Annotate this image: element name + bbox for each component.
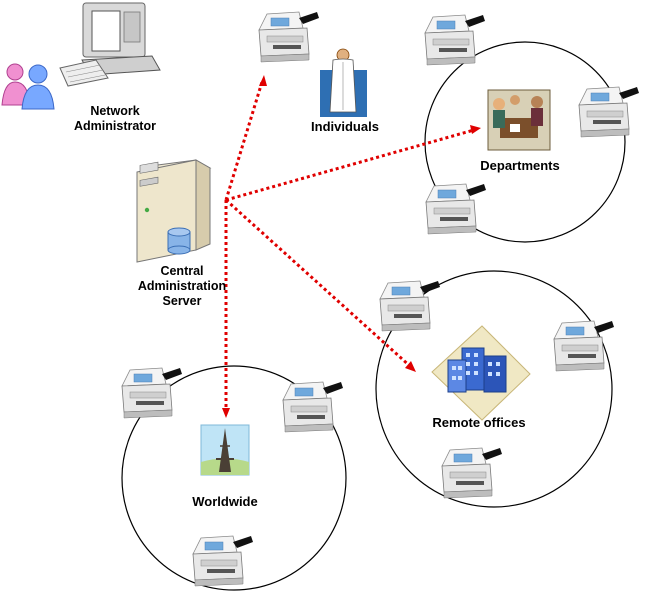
scanner-device-icon	[282, 381, 344, 433]
server-label-line2: Administration	[137, 279, 227, 293]
scanner-device-icon	[121, 367, 183, 419]
scanner-device-icon	[379, 280, 441, 332]
worldwide-circle	[121, 365, 347, 591]
departments-circle	[424, 41, 626, 243]
scanner-device-icon	[441, 447, 503, 499]
arrowhead-individuals	[259, 75, 267, 86]
arrow-lines	[224, 81, 475, 410]
arrowheads	[222, 75, 481, 418]
eiffel-tower-icon	[200, 424, 250, 476]
doctor-person-icon	[320, 48, 367, 117]
server-icon	[136, 159, 212, 263]
scanner-device-icon	[553, 320, 615, 372]
scanner-device-icon	[578, 86, 640, 138]
meeting-group-icon	[487, 89, 551, 151]
scanner-device-icon	[425, 183, 487, 235]
network-administrator-label: Network Administrator	[70, 104, 160, 134]
arrow-remote	[224, 198, 413, 369]
scanner-device-icon	[424, 14, 486, 66]
scanner-device-icon	[192, 535, 254, 587]
remote-offices-circle	[375, 270, 613, 508]
server-label-line3: Server	[162, 294, 202, 308]
departments-label: Departments	[480, 158, 560, 173]
server-label-line1: Central	[160, 264, 204, 278]
arrowhead-worldwide	[222, 408, 230, 418]
arrowhead-departments	[470, 125, 481, 134]
remote-offices-label: Remote offices	[432, 415, 526, 430]
arrowhead-remote	[405, 361, 416, 372]
scanner-device-icon	[258, 11, 320, 63]
central-server-label: Central Administration Server	[127, 264, 237, 309]
admin-label-line2: Administrator	[74, 119, 156, 133]
arrow-individuals	[224, 81, 264, 201]
worldwide-label: Worldwide	[192, 494, 258, 509]
admin-label-line1: Network	[90, 104, 140, 118]
office-buildings-icon	[431, 325, 531, 421]
individuals-label: Individuals	[311, 119, 379, 134]
people-computer-icon	[1, 2, 161, 110]
arrow-departments	[225, 128, 475, 202]
